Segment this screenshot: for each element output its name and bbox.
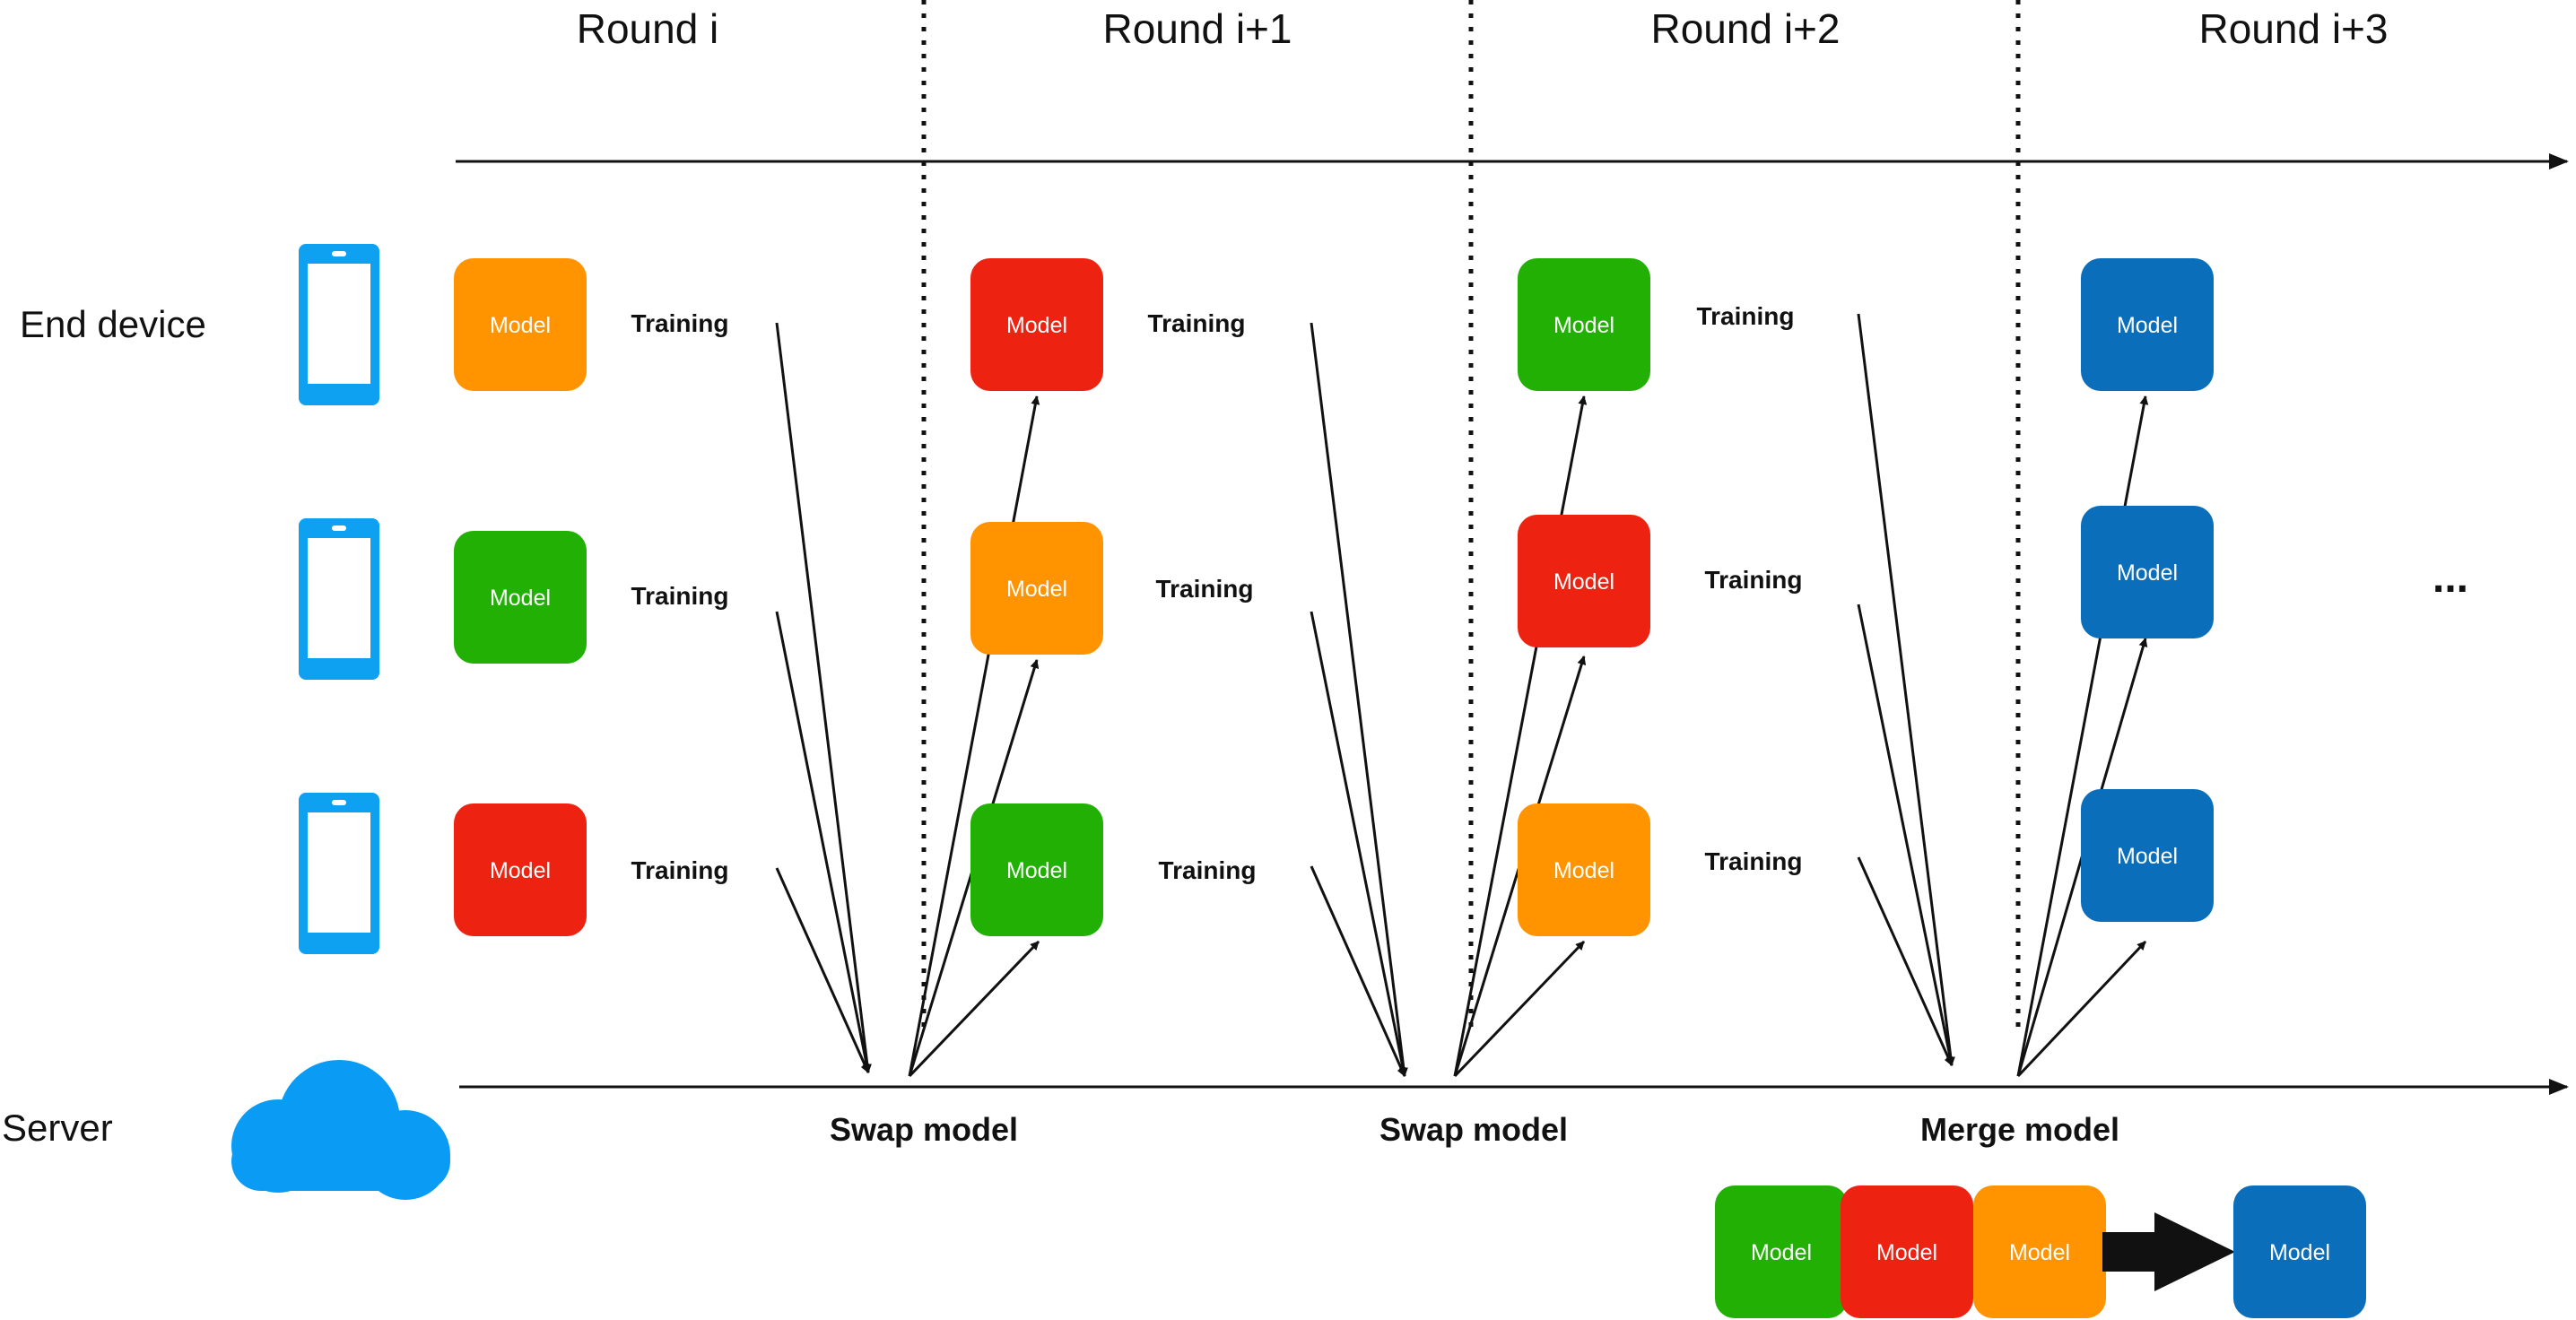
phone-icon: [299, 518, 379, 680]
training-label: Training: [1705, 566, 1803, 594]
model-block-bg: [1973, 1185, 2106, 1318]
model-block-bg: [2081, 506, 2214, 638]
phone-icon: [299, 244, 379, 405]
merge-arrow-head: [2154, 1212, 2235, 1291]
model-block-bg: [1518, 803, 1650, 936]
server-label: Server: [2, 1107, 113, 1149]
merge-arrow-shaft: [2102, 1232, 2156, 1272]
model-block: Model: [1841, 1185, 1973, 1318]
model-block: Model: [970, 522, 1103, 655]
merge-input-models: Model Model Model: [1715, 1185, 2106, 1318]
model-block: Model: [970, 258, 1103, 391]
training-label: Training: [631, 582, 729, 610]
model-block-bg: [970, 522, 1103, 655]
model-label: Model: [2117, 560, 2178, 586]
model-label: Model: [1006, 858, 1067, 883]
training-labels: Training Training Training Training Trai…: [631, 302, 1803, 884]
model-block-bg: [2081, 789, 2214, 922]
model-block: Model: [1973, 1185, 2106, 1318]
end-device-label: End device: [20, 303, 206, 345]
model-label: Model: [1553, 313, 1614, 338]
training-label: Training: [1697, 302, 1795, 330]
round-label-3: Round i+3: [2199, 5, 2389, 52]
model-block-bg: [454, 258, 587, 391]
model-label: Model: [1006, 577, 1067, 602]
model-block: Model: [2081, 789, 2214, 922]
model-label: Model: [1553, 569, 1614, 595]
model-label: Model: [490, 858, 551, 883]
model-label: Model: [2117, 313, 2178, 338]
cloud-icon: [231, 1060, 450, 1200]
model-block: Model: [1715, 1185, 1848, 1318]
model-block: Model: [2081, 258, 2214, 391]
model-block-bg: [1841, 1185, 1973, 1318]
model-label: Model: [2009, 1240, 2070, 1265]
round-label-1: Round i+1: [1103, 5, 1292, 52]
model-block: Model: [454, 803, 587, 936]
merge-output-model: Model: [2233, 1185, 2366, 1318]
model-block: Model: [970, 803, 1103, 936]
model-block-bg: [454, 531, 587, 664]
download-arrows: [908, 395, 2149, 1078]
model-blocks: ModelModelModelModelModelModelModelModel…: [454, 258, 2214, 936]
training-label: Training: [1148, 309, 1246, 337]
training-label: Training: [631, 309, 729, 337]
model-block-bg: [970, 803, 1103, 936]
upload-arrows: [775, 313, 1955, 1077]
phone-icon: [299, 793, 379, 954]
model-block-bg: [454, 803, 587, 936]
model-block: Model: [2233, 1185, 2366, 1318]
model-label: Model: [1876, 1240, 1937, 1265]
swap-model-label: Swap model: [830, 1111, 1018, 1148]
model-block-bg: [1715, 1185, 1848, 1318]
model-block: Model: [454, 258, 587, 391]
model-block: Model: [1518, 803, 1650, 936]
model-block: Model: [1518, 258, 1650, 391]
merge-illustration: Model Model Model Model: [1715, 1185, 2366, 1318]
model-block-bg: [970, 258, 1103, 391]
model-label: Model: [1751, 1240, 1812, 1265]
model-block: Model: [1518, 515, 1650, 647]
model-label: Model: [1006, 313, 1067, 338]
model-block-bg: [1518, 258, 1650, 391]
model-block-bg: [1518, 515, 1650, 647]
model-block: Model: [454, 531, 587, 664]
training-label: Training: [1159, 856, 1257, 884]
training-label: Training: [1705, 847, 1803, 875]
model-label: Model: [2269, 1240, 2330, 1265]
round-label-2: Round i+2: [1651, 5, 1841, 52]
model-label: Model: [490, 586, 551, 611]
model-block-bg: [2233, 1185, 2366, 1318]
model-label: Model: [2117, 844, 2178, 869]
model-block: Model: [2081, 506, 2214, 638]
merge-model-label: Merge model: [1920, 1111, 2119, 1148]
round-label-0: Round i: [577, 5, 719, 52]
model-label: Model: [1553, 858, 1614, 883]
model-label: Model: [490, 313, 551, 338]
model-block-bg: [2081, 258, 2214, 391]
training-label: Training: [1156, 575, 1254, 603]
training-label: Training: [631, 856, 729, 884]
swap-model-label: Swap model: [1379, 1111, 1568, 1148]
ellipsis: ...: [2432, 554, 2468, 602]
